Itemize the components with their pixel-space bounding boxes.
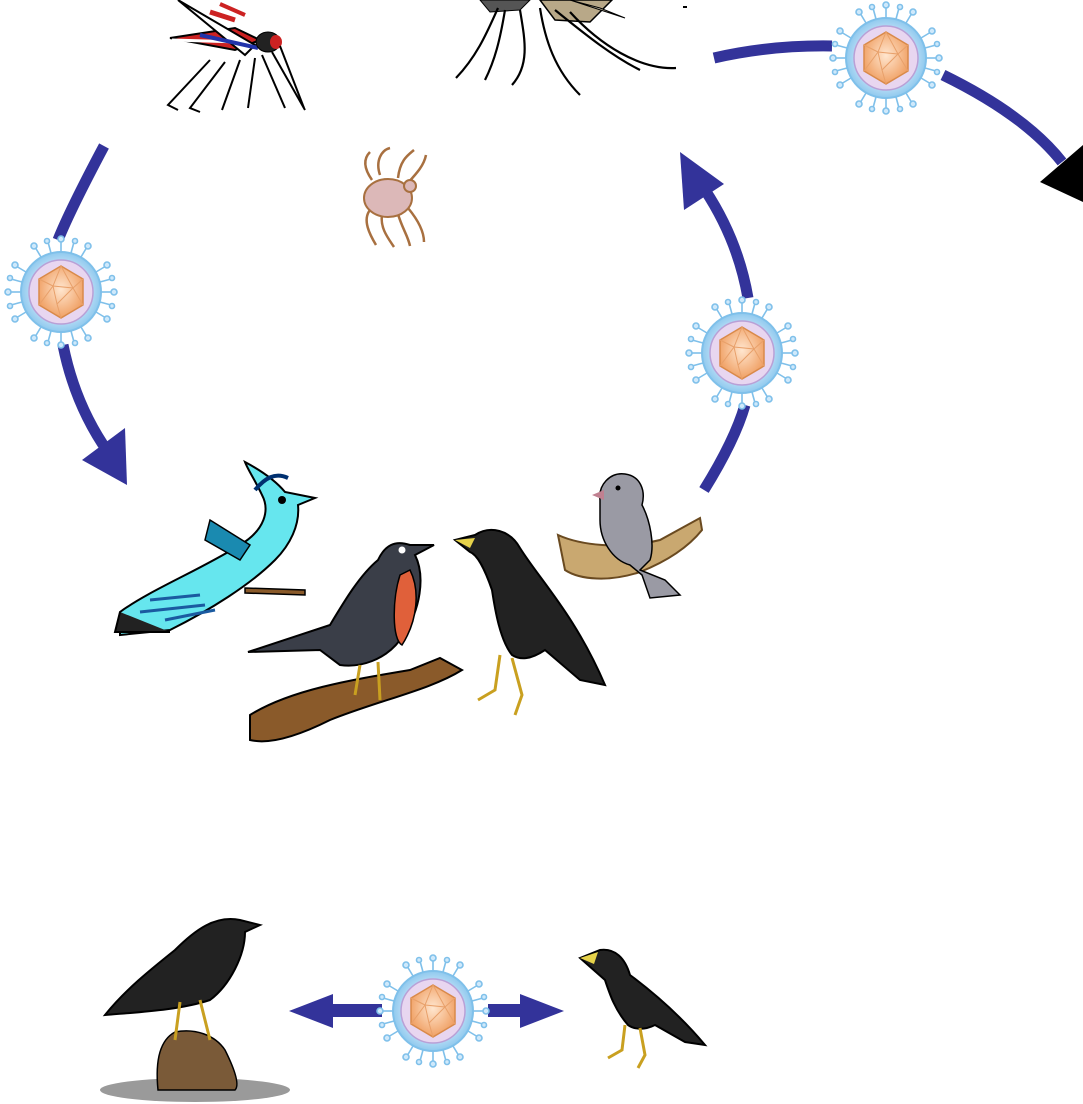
crow-on-rock-icon: [100, 919, 290, 1102]
virion-icon-left-arc: [5, 236, 117, 348]
arrow-crow-to-crow-right: [488, 994, 564, 1028]
blue-jay-icon: [115, 462, 315, 635]
mosquito-culex-icon: [168, 0, 305, 112]
virion-icon-bird-to-bird: [377, 955, 489, 1067]
virion-icon-right-arc: [686, 297, 798, 409]
crow-standing-icon: [580, 950, 705, 1068]
mite-icon: [364, 148, 426, 247]
house-sparrow-icon: [558, 474, 702, 598]
robin-icon: [248, 543, 462, 741]
mosquito-aedes-icon: [456, 0, 687, 95]
virion-icon-top-right: [830, 2, 942, 114]
arrow-crow-to-crow-left: [289, 994, 382, 1028]
